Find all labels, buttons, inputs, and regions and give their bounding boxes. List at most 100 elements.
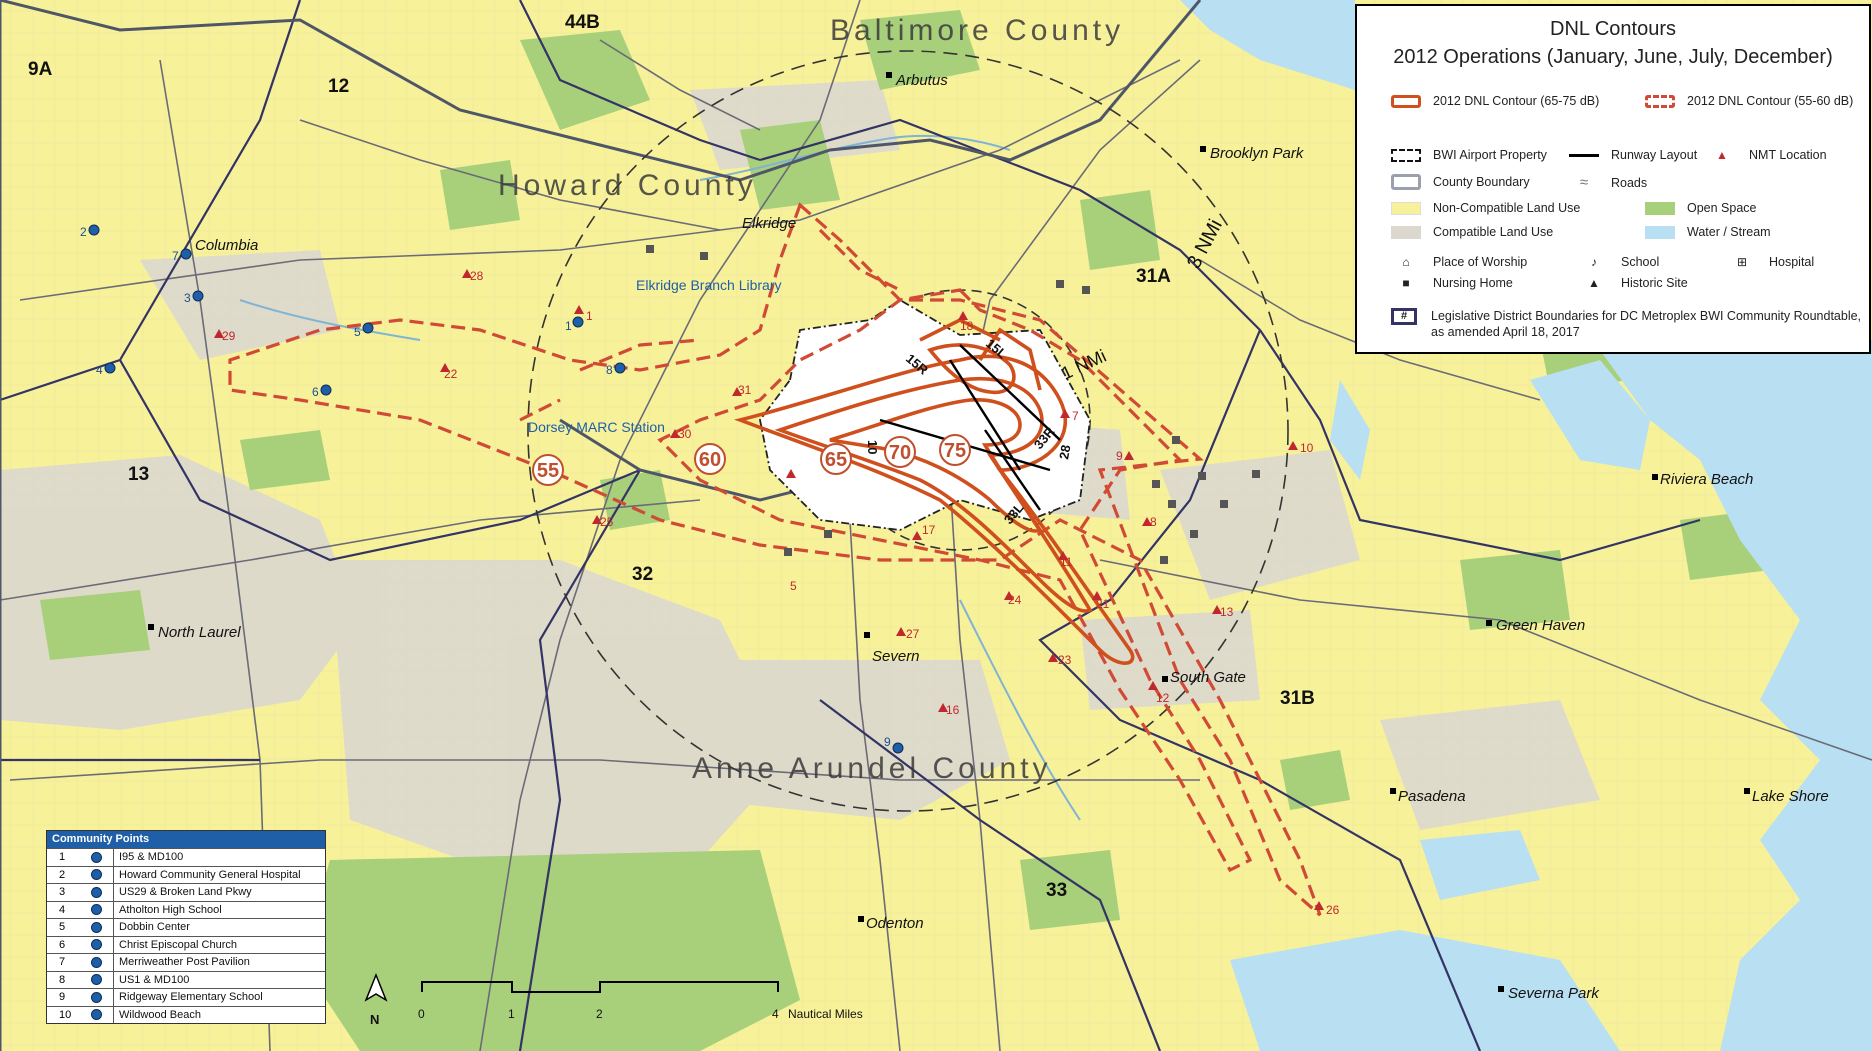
contour-label-65 <box>820 443 852 475</box>
scale-tick-1: 1 <box>508 1007 515 1021</box>
legend-airport-property: BWI Airport Property <box>1391 148 1547 162</box>
legend-dnl-65-75: 2012 DNL Contour (65-75 dB) <box>1391 94 1599 108</box>
nmt-marker <box>440 363 450 372</box>
community-point-number: 5 <box>59 921 66 933</box>
nmt-label: 18 <box>960 319 974 333</box>
legend-panel: DNL Contours 2012 Operations (January, J… <box>1355 4 1871 354</box>
community-point-marker <box>180 248 192 260</box>
legend-title: DNL Contours <box>1550 18 1676 40</box>
contour-text-75: 75 <box>944 440 966 462</box>
community-point-icon <box>90 851 102 863</box>
community-point-name: Wildwood Beach <box>119 1008 201 1021</box>
nmt-label: 1 <box>586 309 593 323</box>
legend-label: County Boundary <box>1433 175 1530 189</box>
community-point-marker <box>892 742 904 754</box>
nmt-marker <box>1148 681 1158 690</box>
compatible-swatch <box>1391 225 1421 239</box>
legend-historic: ▲ Historic Site <box>1579 276 1688 290</box>
nmt-label: 23 <box>1058 653 1072 667</box>
scale-tick-4: 4 <box>772 1007 779 1021</box>
ring-3nmi <box>527 50 1289 812</box>
community-point-marker <box>614 362 626 374</box>
community-point-icon <box>90 886 102 898</box>
nmt-label: 29 <box>222 329 236 343</box>
legend-legislative: # Legislative District Boundaries for DC… <box>1391 308 1861 340</box>
legend-label: Historic Site <box>1621 276 1688 290</box>
legend-label: Non-Compatible Land Use <box>1433 201 1581 215</box>
nmt-label: 17 <box>922 523 936 537</box>
nmt-marker <box>732 387 742 396</box>
runway-swatch <box>1569 153 1599 157</box>
scale-bar <box>421 981 779 993</box>
community-point-icon <box>90 869 102 881</box>
community-points: 1 2 3 4 5 6 7 8 9 <box>80 224 904 754</box>
nmt-marker <box>670 429 680 438</box>
nmt-marker <box>912 531 922 540</box>
community-point-label: 7 <box>172 249 179 263</box>
legend-label: School <box>1621 255 1660 269</box>
streams <box>239 134 1081 821</box>
legend-label: Nursing Home <box>1433 276 1513 290</box>
community-point-marker <box>572 316 584 328</box>
nmt-marker <box>1288 441 1298 450</box>
community-point-icon <box>90 974 102 986</box>
community-point-icon <box>90 921 102 933</box>
contour-label-75 <box>939 434 971 466</box>
legend-label: Legislative District Boundaries for DC M… <box>1431 309 1862 323</box>
community-point-number: 7 <box>59 956 66 968</box>
legend-label: Hospital <box>1769 255 1815 269</box>
place-brooklyn-park: Brooklyn Park <box>1210 145 1305 162</box>
place-columbia: Columbia <box>195 237 258 254</box>
community-point-marker <box>320 384 332 396</box>
airport-property-swatch <box>1391 148 1421 162</box>
community-point-icon-cell <box>79 936 114 953</box>
nmt-marker <box>574 305 584 314</box>
nmt-label: 13 <box>1220 605 1234 619</box>
community-point-marker <box>362 322 374 334</box>
legend-subtitle: 2012 Operations (January, June, July, De… <box>1393 46 1833 68</box>
community-point-icon <box>90 956 102 968</box>
legend-school: ♪ School <box>1579 255 1659 269</box>
nmt-label: 16 <box>946 703 960 717</box>
community-point-label: 4 <box>96 363 103 377</box>
nmt-label: 7 <box>1072 409 1079 423</box>
community-point-label: 6 <box>312 385 319 399</box>
north-label: N <box>370 1012 379 1027</box>
place-arbutus: Arbutus <box>895 72 948 89</box>
community-point-icon-cell <box>79 989 114 1006</box>
community-point-number: 10 <box>59 1008 72 1021</box>
nmt-marker <box>896 627 906 636</box>
place-elkridge: Elkridge <box>742 215 796 232</box>
community-point-label: 1 <box>565 319 572 333</box>
nmt-label: 24 <box>1008 593 1022 607</box>
community-point-icon-cell <box>79 971 114 988</box>
legend-nmt-location: ▲ NMT Location <box>1707 148 1827 162</box>
legend-runway-layout: Runway Layout <box>1569 148 1697 162</box>
place-riviera-beach: Riviera Beach <box>1660 471 1753 488</box>
district-9a: 9A <box>28 59 53 80</box>
community-point-label: 5 <box>354 325 361 339</box>
nmt-marker <box>938 703 948 712</box>
legend-label: NMT Location <box>1749 148 1827 162</box>
community-point-name: US1 & MD100 <box>119 973 190 986</box>
nmt-marker <box>1092 591 1102 600</box>
contour-label-55 <box>532 454 564 486</box>
community-point-icon-cell <box>79 884 114 901</box>
community-point-marker <box>104 362 116 374</box>
community-point-icon <box>90 904 102 916</box>
district-12: 12 <box>328 76 349 97</box>
community-point-label: 9 <box>884 735 891 749</box>
nmt-label: 21 <box>1096 597 1110 611</box>
community-point-number: 1 <box>59 851 66 863</box>
nmt-label: 26 <box>1326 903 1340 917</box>
nmt-label: 8 <box>1150 515 1157 529</box>
nmt-marker <box>1124 451 1134 460</box>
nmt-locations: 1 5 7 8 9 10 11 12 13 16 17 18 21 22 23 … <box>214 269 1340 917</box>
water <box>1180 0 1872 1051</box>
